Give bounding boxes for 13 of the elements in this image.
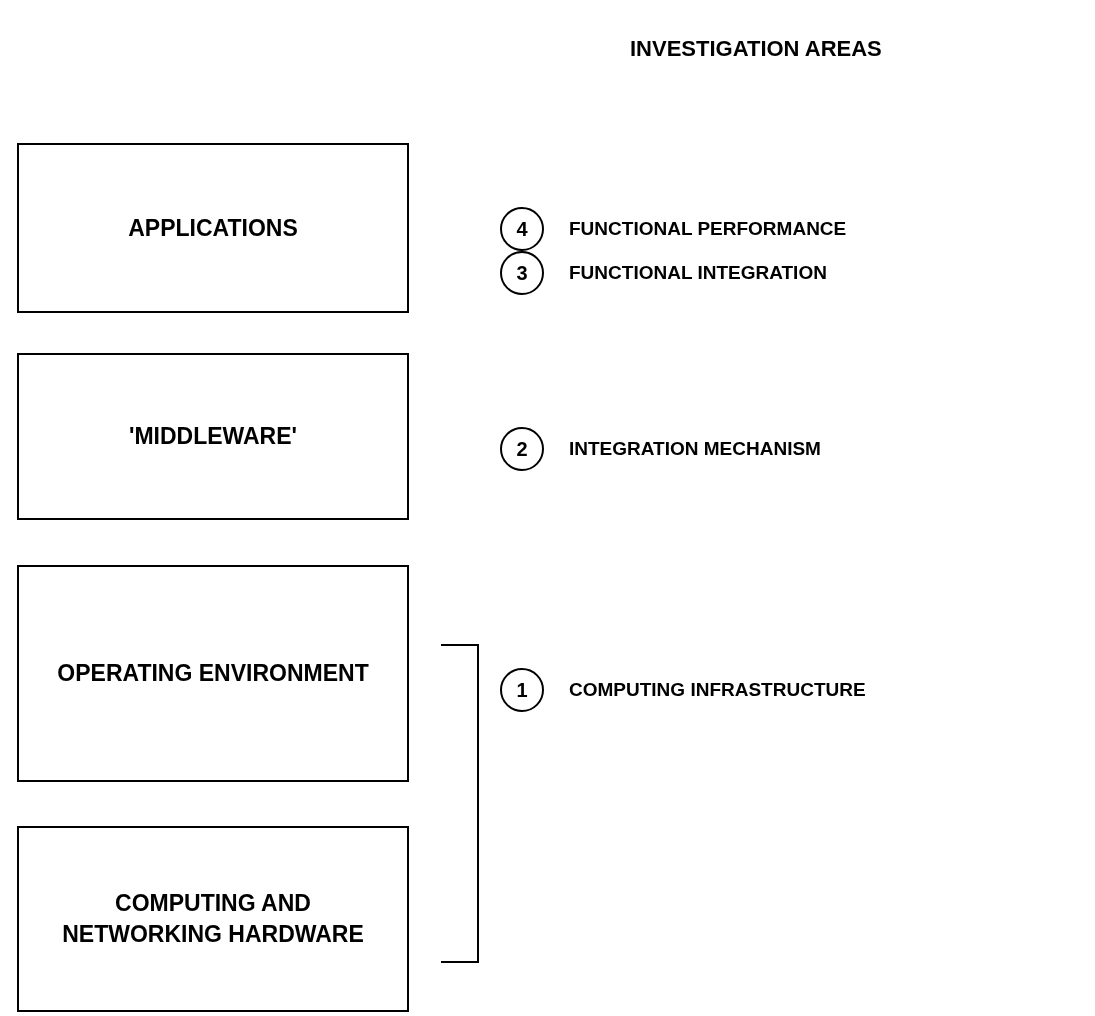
layer-box [17, 143, 409, 313]
area-label: INTEGRATION MECHANISM [569, 437, 821, 461]
area-label: FUNCTIONAL INTEGRATION [569, 261, 827, 285]
layer-label: 'MIDDLEWARE' [127, 422, 299, 451]
layer-box [17, 826, 409, 1012]
layer-label: APPLICATIONS [127, 213, 299, 243]
layer-box [17, 353, 409, 520]
title: INVESTIGATION AREAS [630, 35, 882, 63]
layer-label: COMPUTING AND NETWORKING HARDWARE [61, 889, 365, 949]
area-label: COMPUTING INFRASTRUCTURE [569, 678, 866, 702]
layer-label: OPERATING ENVIRONMENT [56, 659, 370, 688]
area-label: FUNCTIONAL PERFORMANCE [569, 217, 847, 241]
layer-box [17, 565, 409, 782]
